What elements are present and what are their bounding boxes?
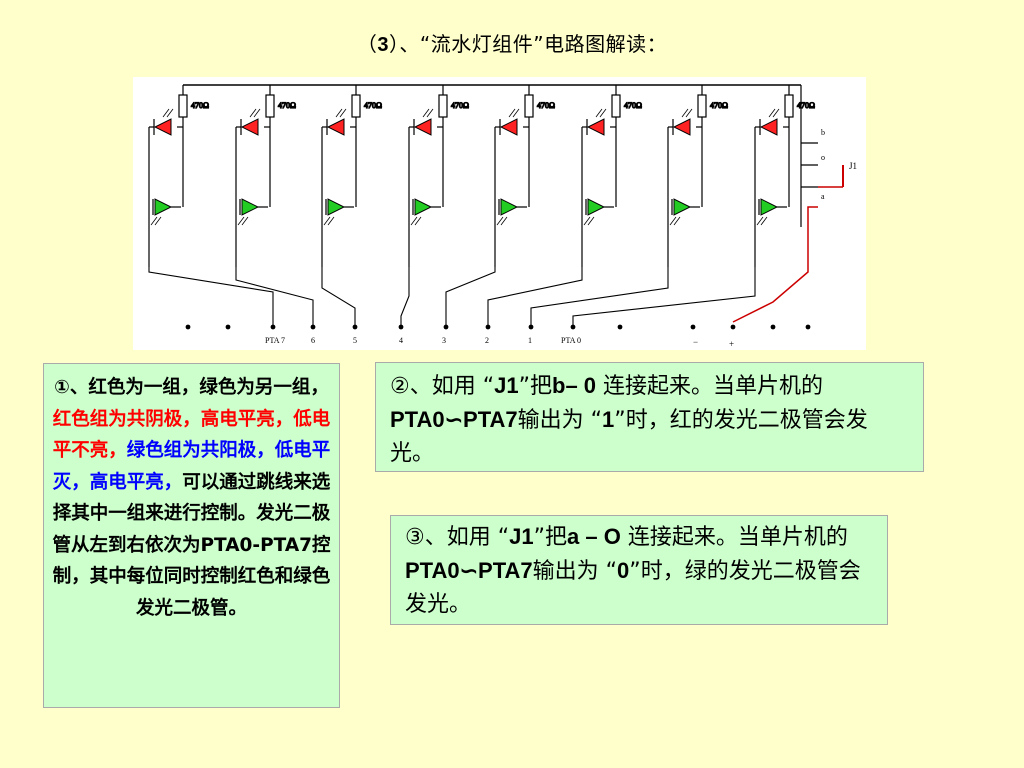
led-lead-wire (148, 267, 274, 327)
circuit-diagram: 470Ω 470Ω 470Ω 470Ω 470Ω 470Ω 470Ω 470Ω b o a J… (133, 77, 866, 350)
led-lead-wire (530, 267, 669, 327)
led-lead-wire (321, 267, 356, 327)
green-led (500, 198, 519, 216)
led-unit: 470Ω (754, 85, 816, 267)
resistor (524, 94, 534, 118)
jumper-o-label: o (821, 153, 825, 162)
led-unit: 470Ω (408, 85, 470, 267)
box1-text-red: 红色组为共阴极，高电平亮，低电平不亮， (52, 408, 331, 462)
red-led (586, 118, 605, 136)
pin-dot (398, 324, 404, 330)
led-unit: 470Ω (235, 85, 297, 267)
pin-dot (730, 324, 736, 330)
red-power-wire (732, 206, 818, 323)
pin-label: 4 (399, 336, 403, 345)
pin-dot (352, 324, 358, 330)
green-led (673, 198, 692, 216)
resistor (697, 94, 707, 118)
green-led (327, 198, 346, 216)
explanation-box-1: ①、红色为一组，绿色为另一组， 红色组为共阴极，高电平亮，低电平不亮，绿色组为共阳… (43, 363, 340, 708)
red-led (413, 118, 432, 136)
resistor-label: 470Ω (710, 101, 728, 110)
resistor (438, 94, 448, 118)
red-led (499, 118, 518, 136)
minus-label: − (693, 337, 698, 347)
resistor (784, 94, 794, 118)
jumper-j1: b o a J1 (732, 85, 857, 323)
led-unit: 470Ω (148, 85, 210, 267)
pin-dot (225, 324, 231, 330)
pin-dot (690, 324, 696, 330)
led-lead-wire (487, 267, 583, 327)
jumper-b-label: b (821, 128, 825, 137)
box1-text-blue: 绿色组为共阳极，低电平灭，高电平亮， (52, 440, 331, 493)
green-led (241, 198, 260, 216)
led-unit: 470Ω (581, 85, 643, 267)
box1-text-rest: 可以通过跳线来选择其中一组来进行控制。发光二极管从左到右依次为PTA0-PTA7… (52, 471, 331, 619)
page-title: （3）、“流水灯组件”电路图解读： (356, 32, 668, 56)
red-led (240, 118, 259, 136)
led-lead-wire (445, 267, 496, 327)
pin-dot (443, 324, 449, 330)
pin-label: 6 (311, 336, 315, 345)
circuit-svg: 470Ω 470Ω 470Ω 470Ω 470Ω 470Ω 470Ω 470Ω b o a J… (148, 84, 857, 349)
plus-label: + (729, 339, 734, 349)
pin-dot (805, 324, 811, 330)
pin-label: 1 (528, 336, 532, 345)
green-led (760, 198, 779, 216)
explanation-box-2: ②、如用 “J1”把b– 0 连接起来。当单片机的PTA0∽PTA7输出为 “1… (375, 362, 924, 472)
box1-text-1: ①、红色为一组，绿色为另一组， (54, 377, 329, 398)
pin-dot (270, 324, 276, 330)
led-lead-wire (235, 267, 314, 327)
pin-label: PTA 0 (561, 336, 581, 345)
resistor (178, 94, 188, 118)
resistor (611, 94, 621, 118)
resistor-label: 470Ω (278, 101, 296, 110)
pin-dot (770, 324, 776, 330)
resistor-label: 470Ω (191, 101, 209, 110)
led-lead-wire (400, 267, 410, 327)
jumper-a-label: a (821, 192, 825, 201)
pin-dot (617, 324, 623, 330)
title-number: 3 (377, 34, 389, 56)
led-unit: 470Ω (494, 85, 556, 267)
pin-dot (528, 324, 534, 330)
green-led (587, 198, 606, 216)
red-led (326, 118, 345, 136)
led-unit: 470Ω (667, 85, 729, 267)
red-led (672, 118, 691, 136)
resistor-label: 470Ω (624, 101, 642, 110)
red-led (759, 118, 778, 136)
resistor-label: 470Ω (364, 101, 382, 110)
explanation-box-3: ③、如用 “J1”把a – O 连接起来。当单片机的PTA0∽PTA7输出为 “… (390, 515, 888, 625)
pin-label: 2 (485, 336, 489, 345)
led-lead-wire (572, 267, 756, 327)
pin-dot (570, 324, 576, 330)
pin-label: PTA 7 (265, 336, 285, 345)
red-led (153, 118, 172, 136)
resistor-label: 470Ω (451, 101, 469, 110)
pin-label: 3 (442, 336, 446, 345)
resistor-label: 470Ω (537, 101, 555, 110)
pin-dot (310, 324, 316, 330)
pin-dot (485, 324, 491, 330)
resistor (351, 94, 361, 118)
pin-dot (185, 324, 191, 330)
resistor-label: 470Ω (797, 101, 815, 110)
green-led (154, 198, 173, 216)
jumper-name-label: J1 (849, 161, 857, 171)
resistor (265, 94, 275, 118)
pin-label: 5 (353, 336, 357, 345)
led-unit: 470Ω (321, 85, 383, 267)
green-led (414, 198, 433, 216)
